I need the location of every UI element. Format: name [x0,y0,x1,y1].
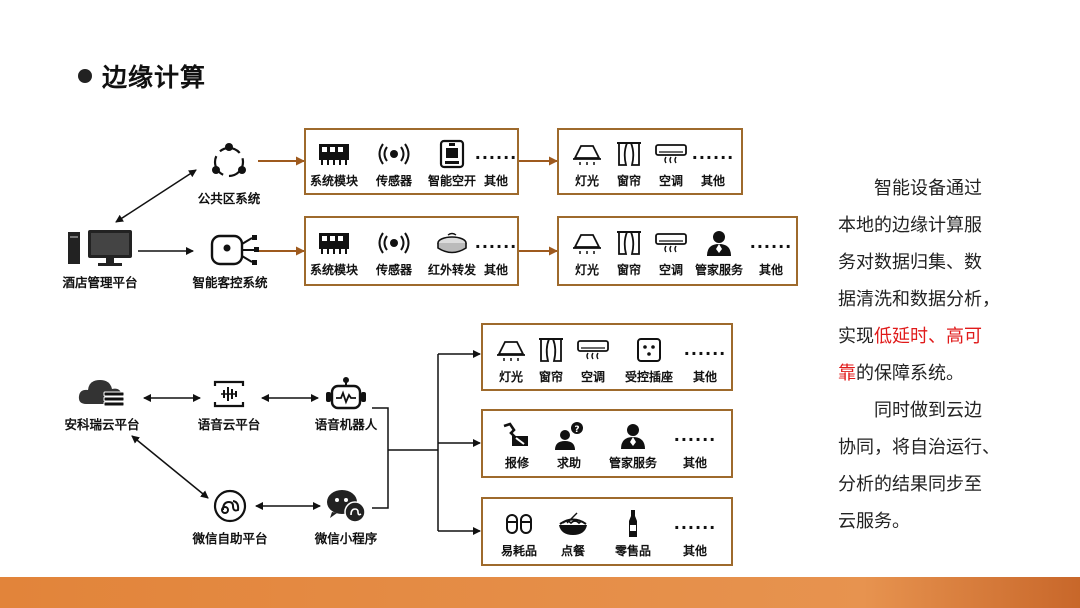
voice-cloud-node: 语音云平台 [188,378,270,433]
share-network-icon [212,143,246,178]
air-conditioner-icon [655,144,687,164]
output-cell: ...... 其他 [691,144,735,189]
bottle-icon [629,510,637,537]
wechat-mini-program-node: 微信小程序 [304,486,388,547]
repair-icon [503,422,528,446]
panel-cell: ...... 其他 [673,514,717,559]
device-cell: 智能空开 [420,138,484,189]
row2-devices-box: 系统模块 传感器 红外转发 ...... 其他 [304,216,519,286]
controller-icon [210,234,259,266]
socket-icon [637,338,661,362]
link-hotel-public [115,169,197,223]
ceiling-light-icon [497,341,525,361]
voice-robot-node: 语音机器人 [306,376,386,433]
panel-cell: 空调 [561,334,625,385]
panel-cell: 受控插座 [617,334,681,385]
description-highlight-line: 实现低延时、高可 [838,326,982,347]
output-cell: 灯光 [555,227,619,278]
module-icon [319,233,349,254]
row2-outputs-box: 灯光 窗帘 空调 管家服务 ...... 其他 [557,216,798,286]
device-cell: 系统模块 [302,138,366,189]
device-cell: ...... 其他 [474,233,518,278]
robot-icon [326,377,366,410]
smart-breaker-icon [439,139,465,169]
butler-icon [621,424,645,449]
curtain-icon [539,338,563,362]
curtain-icon [617,231,641,255]
output-cell: 管家服务 [687,227,751,278]
public-area-node: 公共区系统 [188,140,270,207]
panel-cell: ...... 其他 [673,426,717,471]
ir-repeater-icon [437,232,467,254]
sensor-icon [378,232,410,254]
page-title: 边缘计算 [78,58,206,94]
panel-cell: 零售品 [601,508,665,559]
panel-room-devices: 灯光 窗帘 空调 受控插座 ...... 其他 [481,323,733,391]
output-cell: 空调 [639,227,703,278]
row1-devices-box: 系统模块 传感器 智能空开 ...... 其他 [304,128,519,195]
computer-icon [68,230,132,266]
device-cell: 红外转发 [420,227,484,278]
output-cell: 窗帘 [597,138,661,189]
mini-program-icon [213,489,247,523]
description-text: 智能设备通过 本地的边缘计算服 务对数据归集、数 据清洗和数据分析， 实现低延时… [838,170,1028,540]
device-cell: ...... 其他 [474,144,518,189]
curtain-icon [617,142,641,166]
wechat-self-service-node: 微信自助平台 [186,488,274,547]
panel-cell: 易耗品 [487,508,551,559]
device-cell: 传感器 [362,227,426,278]
output-cell: 灯光 [555,138,619,189]
output-cell: 空调 [639,138,703,189]
module-icon [319,144,349,165]
device-cell: 系统模块 [302,227,366,278]
panel-cell: 点餐 [541,508,605,559]
panel-cell: ...... 其他 [683,340,727,385]
help-request-icon: ? [555,422,583,450]
wechat-icon [327,490,366,523]
panel-cell: 灯光 [479,334,543,385]
bullet-icon [78,69,92,83]
ceiling-light-icon [573,234,601,254]
ceiling-light-icon [573,145,601,165]
ankerui-cloud-node: 安科瑞云平台 [56,374,148,433]
guestroom-control-node: 智能客控系统 [184,232,276,291]
hotel-management-node: 酒店管理平台 [52,228,148,291]
butler-icon [707,231,731,256]
panel-services: 报修 ? 求助 管家服务 ...... 其他 [481,409,733,478]
output-cell: 窗帘 [597,227,661,278]
cloud-icon [78,380,125,407]
air-conditioner-icon [577,340,609,360]
panel-cell: 窗帘 [519,334,583,385]
output-cell: ...... 其他 [749,233,793,278]
noodle-bowl-icon [559,512,587,535]
svg-text:?: ? [574,425,579,435]
footer-bar [0,577,1080,608]
air-conditioner-icon [655,233,687,253]
sensor-icon [378,143,410,165]
panel-cell: 管家服务 [601,420,665,471]
panel-cell: 报修 [485,420,549,471]
panel-cell: ? 求助 [537,420,601,471]
row1-outputs-box: 灯光 窗帘 空调 ...... 其他 [557,128,743,195]
slippers-icon [506,514,532,534]
sound-wave-icon [213,380,245,408]
device-cell: 传感器 [362,138,426,189]
panel-retail: 易耗品 点餐 零售品 ...... 其他 [481,497,733,566]
